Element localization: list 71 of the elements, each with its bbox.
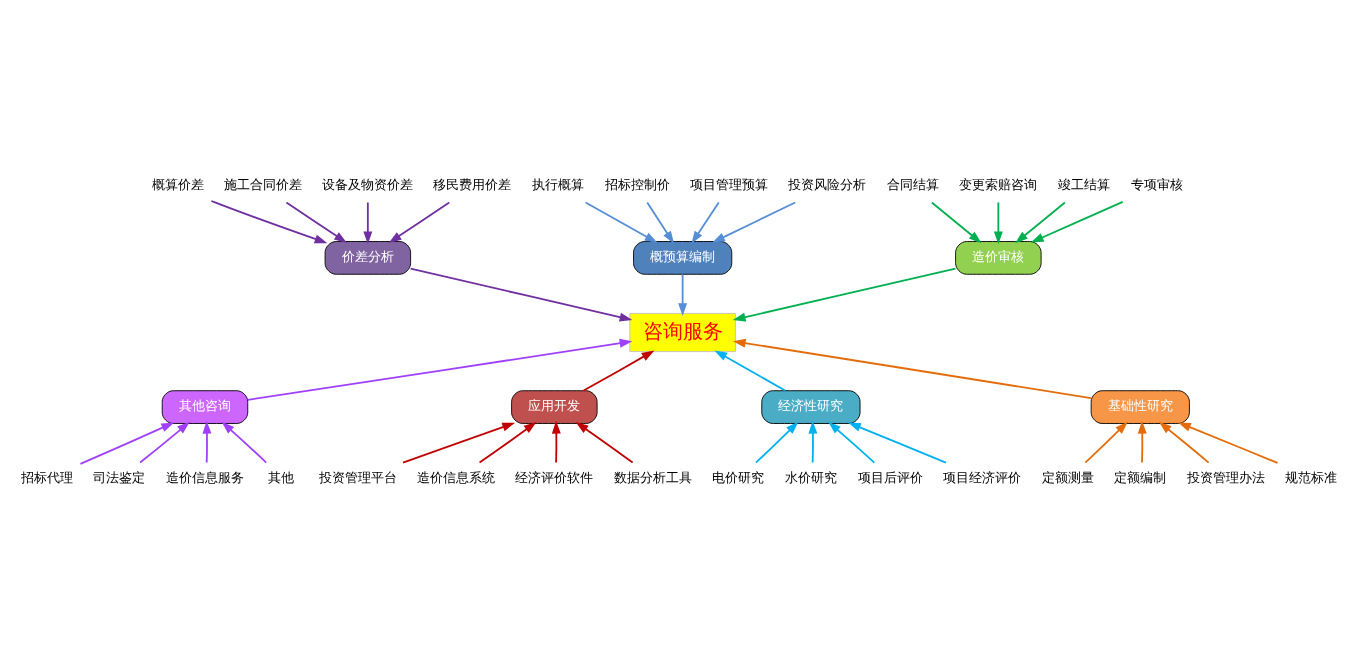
- arrow: [848, 422, 947, 463]
- arrow: [202, 420, 212, 463]
- node-text: 施工合同价差: [224, 176, 303, 192]
- arrow: [1084, 421, 1128, 463]
- node-text: 项目经济评价: [942, 469, 1021, 485]
- arrow: [1030, 200, 1124, 243]
- arrow: [930, 201, 982, 243]
- arrow: [478, 421, 537, 463]
- node-text: 项目后评价: [857, 469, 923, 485]
- node-box: 应用开发: [511, 389, 598, 424]
- arrow: [732, 338, 1092, 399]
- arrow: [582, 349, 655, 391]
- node-text: 变更索赔咨询: [959, 176, 1038, 192]
- arrow: [575, 421, 634, 463]
- node-box: 经济性研究: [761, 389, 861, 424]
- arrow: [584, 201, 658, 243]
- node-box: 咨询服务: [629, 312, 736, 352]
- node-box: 其他咨询: [161, 389, 249, 424]
- node-text: 造价信息系统: [417, 469, 496, 485]
- node-text: 规范标准: [1285, 469, 1338, 485]
- node-text: 移民费用价差: [433, 176, 512, 192]
- node-box: 造价审核: [955, 240, 1042, 275]
- arrow: [79, 421, 175, 465]
- node-text: 竣工结算: [1057, 176, 1110, 192]
- arrow: [993, 201, 1003, 244]
- node-text: 其他: [268, 469, 295, 485]
- node-text: 数据分析工具: [613, 469, 692, 485]
- arrow: [714, 349, 786, 391]
- node-text: 造价信息服务: [165, 469, 244, 485]
- arrow: [363, 201, 373, 244]
- node-text: 定额编制: [1114, 469, 1167, 485]
- arrow: [1137, 420, 1147, 463]
- arrow: [808, 420, 818, 463]
- node-text: 司法鉴定: [93, 469, 146, 485]
- node-box: 概预算编制: [633, 240, 733, 275]
- node-text: 招标代理: [20, 469, 73, 485]
- node-text: 投资风险分析: [788, 176, 867, 192]
- arrow: [755, 421, 799, 463]
- node-box: 基础性研究: [1090, 389, 1190, 424]
- node-text: 招标控制价: [604, 176, 670, 192]
- arrow: [712, 201, 797, 243]
- node-text: 专项审核: [1130, 176, 1183, 192]
- node-text: 设备及物资价差: [322, 176, 414, 192]
- arrow: [732, 267, 957, 321]
- arrow: [285, 201, 347, 243]
- arrow: [646, 201, 675, 244]
- arrow: [691, 201, 720, 244]
- arrow: [139, 421, 190, 463]
- arrow: [210, 199, 328, 243]
- arrow: [388, 201, 451, 243]
- node-text: 定额测量: [1041, 469, 1094, 485]
- node-box: 价差分析: [324, 240, 412, 275]
- arrow: [1158, 421, 1210, 463]
- arrow: [247, 338, 633, 401]
- node-text: 经济评价软件: [515, 469, 594, 485]
- node-text: 水价研究: [784, 469, 837, 485]
- arrow: [678, 273, 688, 316]
- node-text: 电价研究: [712, 469, 765, 485]
- node-text: 概算价差: [151, 176, 204, 192]
- arrow: [551, 420, 561, 463]
- arrow: [409, 267, 633, 321]
- arrow: [828, 421, 876, 463]
- node-text: 项目管理预算: [690, 176, 769, 192]
- arrow: [1178, 421, 1279, 464]
- node-text: 投资管理办法: [1186, 469, 1265, 485]
- node-text: 合同结算: [886, 176, 939, 192]
- arrow: [1015, 201, 1066, 243]
- arrow: [221, 421, 268, 463]
- node-text: 投资管理平台: [318, 469, 397, 485]
- node-text: 执行概算: [531, 176, 584, 192]
- arrow: [402, 422, 516, 463]
